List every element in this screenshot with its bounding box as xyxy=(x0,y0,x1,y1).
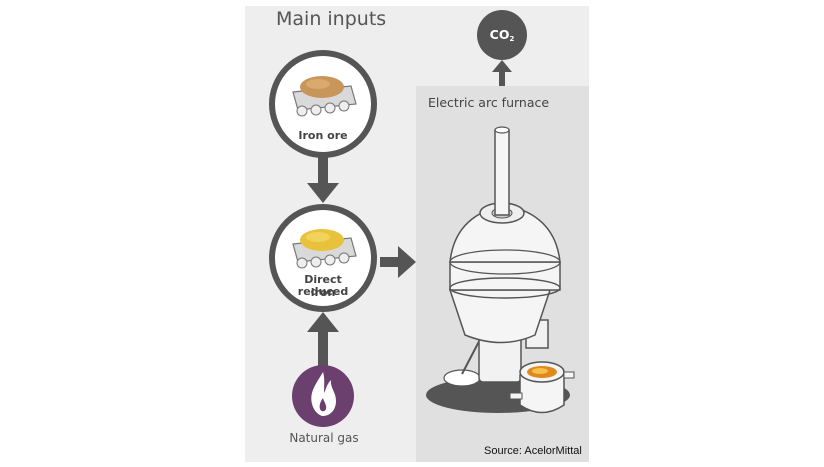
source-credit: Source: AcelorMittal xyxy=(484,445,582,457)
dri-label-line1: Direct reduced xyxy=(297,273,349,298)
co2-node: CO2 xyxy=(477,10,527,60)
natural-gas-node xyxy=(292,365,354,427)
co2-subscript: 2 xyxy=(509,35,515,43)
natural-gas-label: Natural gas xyxy=(289,431,359,445)
diagram-title: Main inputs xyxy=(276,8,387,30)
iron-ore-label: Iron ore xyxy=(298,129,348,142)
arrow-furnace-to-co2 xyxy=(492,60,512,86)
flame-icon xyxy=(311,372,336,416)
ore-wagon-icon xyxy=(292,76,357,117)
dri-label-line2: iron xyxy=(310,286,336,299)
arrow-gas-to-dri xyxy=(307,312,339,372)
electric-arc-furnace-illustration xyxy=(426,126,575,414)
arrow-ore-to-dri xyxy=(307,157,339,203)
co2-label: CO xyxy=(489,27,510,42)
dri-wagon-icon xyxy=(292,229,357,269)
dri-node xyxy=(269,204,377,312)
furnace-label: Electric arc furnace xyxy=(428,95,550,110)
iron-ore-node xyxy=(269,50,377,158)
arrow-dri-to-furnace xyxy=(380,246,416,278)
